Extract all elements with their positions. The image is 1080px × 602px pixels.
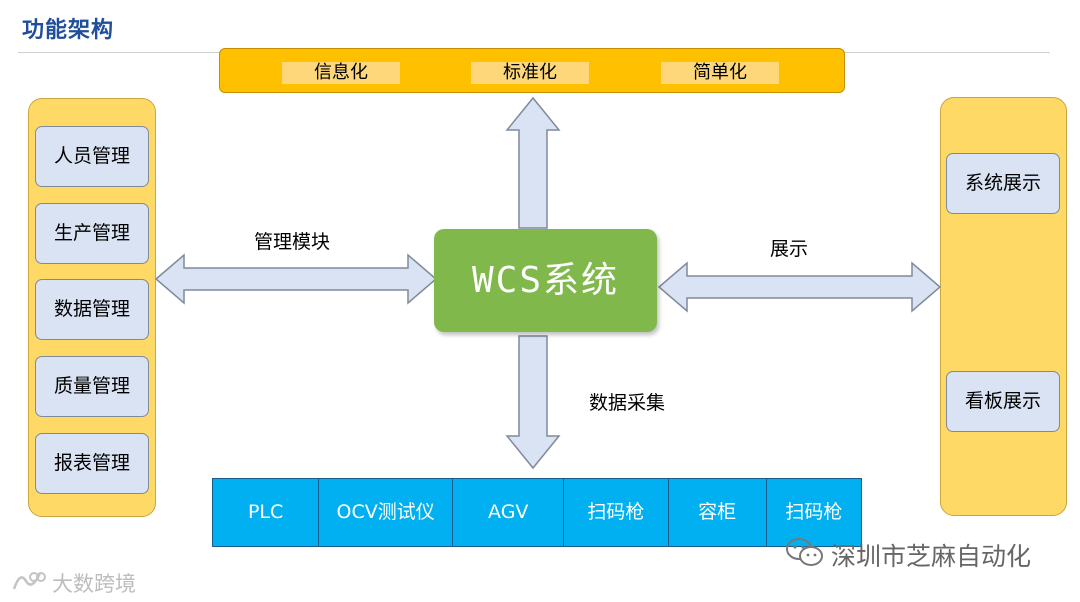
- device-scanner-1: 扫码枪: [564, 479, 669, 546]
- module-report: 报表管理: [35, 433, 149, 494]
- wcs-system-box: WCS系统: [434, 229, 657, 332]
- banner-item-simplification: 简单化: [661, 62, 779, 84]
- banner-item-informatization: 信息化: [282, 62, 400, 84]
- label-management-modules: 管理模块: [254, 231, 331, 253]
- device-cabinet: 容柜: [668, 479, 767, 546]
- device-scanner-2: 扫码枪: [766, 479, 862, 546]
- module-personnel: 人员管理: [35, 126, 149, 187]
- label-display: 展示: [770, 238, 809, 260]
- module-quality: 质量管理: [35, 356, 149, 417]
- arrow-up-to-banner: [505, 96, 561, 229]
- goals-banner: 信息化 标准化 简单化: [219, 48, 845, 93]
- module-production: 生产管理: [35, 203, 149, 264]
- management-module-panel: 人员管理 生产管理 数据管理 质量管理 报表管理: [28, 98, 156, 517]
- arrow-down-to-devices: [505, 335, 561, 470]
- module-system-display: 系统展示: [946, 153, 1060, 214]
- module-dashboard-display: 看板展示: [946, 371, 1060, 432]
- device-ocv-tester: OCV测试仪: [319, 479, 454, 546]
- watermark-left-text: 大数跨境: [52, 572, 136, 596]
- arrow-left-management: [154, 253, 438, 305]
- device-plc: PLC: [213, 479, 320, 546]
- banner-item-standardization: 标准化: [471, 62, 589, 84]
- brand-logo-icon: [10, 569, 46, 598]
- page-title: 功能架构: [22, 18, 115, 43]
- wechat-icon: [785, 537, 825, 573]
- arrow-right-display: [657, 261, 942, 313]
- watermark-left: 大数跨境: [10, 568, 136, 598]
- watermark-right-text: 深圳市芝麻自动化: [831, 542, 1032, 571]
- watermark-right: 深圳市芝麻自动化: [785, 537, 1031, 573]
- module-data: 数据管理: [35, 279, 149, 340]
- device-bar: PLC OCV测试仪 AGV 扫码枪 容柜 扫码枪: [212, 478, 862, 547]
- label-data-collection: 数据采集: [589, 392, 666, 414]
- display-panel: 系统展示 看板展示: [940, 97, 1067, 516]
- device-agv: AGV: [453, 479, 565, 546]
